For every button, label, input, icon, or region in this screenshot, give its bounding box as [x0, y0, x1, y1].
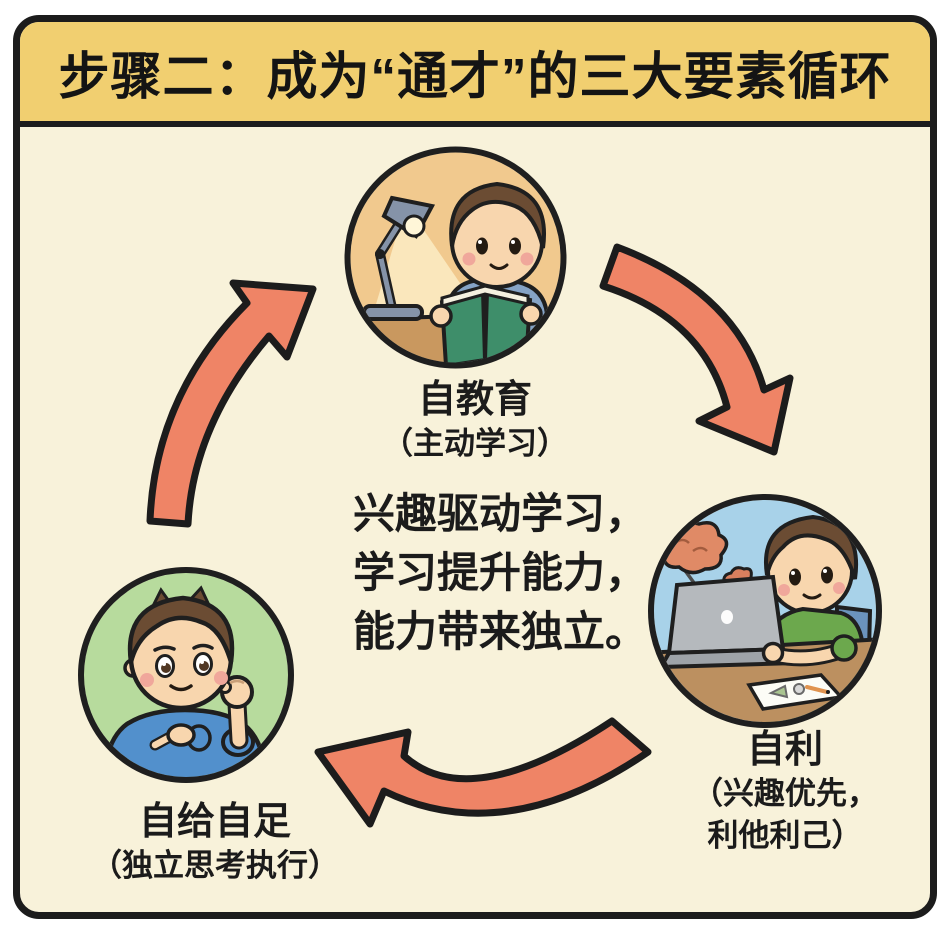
- label-self-education: 自教育 （主动学习）: [325, 378, 625, 465]
- lamp-bulb: [402, 214, 426, 238]
- node-self-interest: [645, 491, 885, 731]
- node-self-sufficiency: [75, 564, 297, 786]
- arrow-bottomleft-to-top-icon: [146, 279, 317, 528]
- apple-logo-icon: [721, 610, 733, 624]
- boy-hair: [449, 181, 546, 249]
- cycle-description: 兴趣驱动学习， 学习提升能力， 能力带来独立。: [310, 484, 690, 661]
- boy-laptop-illustration: [648, 494, 882, 728]
- arrow-right-to-bottomleft-icon: [314, 717, 652, 828]
- label-self-interest-sub1: （兴趣优先，: [692, 776, 878, 811]
- boy-reading-illustration: [344, 146, 567, 369]
- cycle-description-line3: 能力带来独立。: [352, 608, 647, 655]
- node-self-education: [342, 144, 569, 371]
- circle-border: [648, 494, 882, 728]
- label-self-education-sub: （主动学习）: [382, 426, 568, 461]
- title-banner: 步骤二：成为“通才”的三大要素循环: [20, 22, 930, 127]
- circle-border: [344, 146, 567, 369]
- circle-border: [78, 567, 294, 783]
- cycle-arrows: [146, 243, 794, 828]
- arrow-top-to-right-icon: [599, 243, 794, 456]
- label-self-sufficiency-sub: （独立思考执行）: [91, 848, 339, 883]
- boy-hair: [127, 595, 235, 663]
- label-self-education-title: 自教育: [417, 379, 532, 421]
- cycle-description-line1: 兴趣驱动学习，: [352, 490, 647, 537]
- label-self-interest-title: 自利: [746, 729, 823, 771]
- boy-pointing-illustration: [78, 567, 294, 783]
- label-self-interest-sub2: 利他利己）: [707, 818, 863, 853]
- lamp-base: [362, 304, 424, 321]
- boy-right-hand: [519, 302, 543, 326]
- page-title: 步骤二：成为“通才”的三大要素循环: [58, 47, 892, 105]
- label-self-sufficiency-title: 自给自足: [138, 801, 291, 843]
- boy-left-hand: [429, 304, 453, 328]
- cycle-diagram: 自教育 （主动学习） 兴趣驱动学习， 学习提升能力， 能力带来独立。 自利 （兴…: [20, 22, 930, 912]
- pointing-hand: [166, 723, 196, 747]
- label-self-sufficiency: 自给自足 （独立思考执行）: [35, 800, 395, 887]
- label-self-interest: 自利 （兴趣优先， 利他利己）: [645, 728, 925, 857]
- boy-hand: [761, 641, 785, 665]
- poster-frame: 步骤二：成为“通才”的三大要素循环: [13, 15, 937, 919]
- boy-hair: [764, 514, 859, 580]
- cycle-description-line2: 学习提升能力，: [352, 549, 647, 596]
